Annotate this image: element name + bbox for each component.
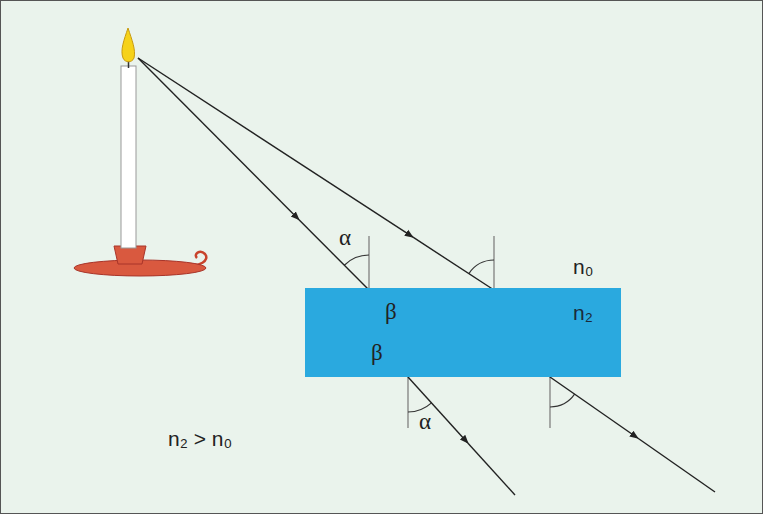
glass-slab: n₂ [305, 288, 621, 377]
angle-alpha: α [339, 226, 351, 249]
light-rays [138, 58, 715, 495]
angle-alpha: α [419, 410, 431, 433]
medium-index: n₀ [573, 256, 593, 277]
angle-beta: β [371, 341, 383, 364]
index-relation: n₂ > n₀ [168, 428, 232, 449]
angle-beta: β [385, 300, 397, 323]
medium-index: n₂ [573, 302, 593, 323]
candle [74, 28, 206, 276]
